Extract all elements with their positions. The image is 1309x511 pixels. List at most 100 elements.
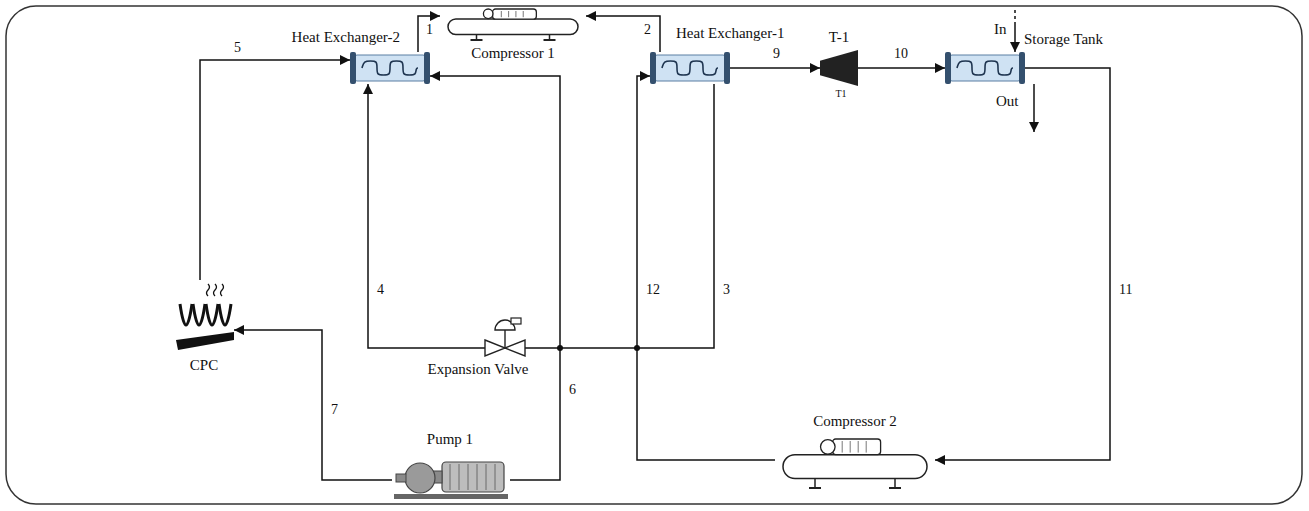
inlet-dash: [1014, 10, 1016, 24]
collector-trough: [180, 304, 192, 325]
pump-icon: [392, 454, 510, 500]
component-tag: T1: [835, 88, 846, 100]
stream-number: 2: [642, 22, 653, 39]
storage-tank-icon: [945, 52, 1025, 84]
collector-trough: [219, 304, 231, 325]
flow-line: [637, 76, 775, 460]
vessel-cap: [350, 52, 356, 84]
vessel-body: [653, 55, 727, 81]
solar-collector: CPC: [176, 280, 234, 352]
motor-fin: [459, 464, 460, 490]
stream-number: 7: [329, 402, 340, 419]
stream-label: In: [994, 20, 1007, 38]
motor-rib: [850, 441, 851, 453]
pump-base: [394, 494, 508, 499]
motor-rib: [523, 11, 524, 17]
outlet-arrow: [1033, 84, 1035, 132]
pump-motor: [442, 462, 504, 492]
component-name: Pump 1: [427, 430, 473, 448]
turbine: T-1T1: [820, 50, 858, 86]
compressor: Compressor 1: [440, 8, 586, 42]
solar-collector-icon: [176, 280, 234, 352]
motor-fin: [495, 464, 496, 490]
motor-fin: [450, 464, 451, 490]
vessel-cap: [1019, 52, 1025, 84]
tank-leg: [814, 479, 816, 488]
stream-number: 9: [771, 46, 782, 63]
vessel-cap: [724, 52, 730, 84]
heat-exchanger-icon: [350, 52, 430, 84]
coil: [662, 61, 718, 75]
pump: Pump 1: [392, 454, 510, 500]
heat-exchanger-icon: [650, 52, 730, 84]
heat-wave: [221, 284, 224, 296]
pump-nozzle: [396, 474, 406, 482]
flow-line: [368, 84, 485, 348]
tank-body: [783, 455, 927, 479]
collector-trough: [206, 304, 218, 325]
vessel-cap: [650, 52, 656, 84]
vessel-cap: [945, 52, 951, 84]
vessel-body: [948, 55, 1022, 81]
flow-line: [858, 67, 945, 69]
valve-stem: [504, 330, 505, 348]
motor: [833, 439, 881, 455]
motor-rib: [515, 11, 516, 17]
component-name: Compressor 1: [471, 44, 555, 62]
coil: [957, 61, 1013, 75]
vessel-body: [353, 55, 427, 81]
motor-rib: [866, 441, 867, 453]
compressor-icon: [775, 438, 935, 490]
turbine-symbol: [820, 50, 858, 86]
inlet-arrow: [1014, 24, 1016, 52]
tank-leg: [894, 479, 896, 488]
edge-group: [200, 16, 1110, 480]
compressor-icon: [440, 8, 586, 42]
stream-number: 5: [232, 40, 243, 57]
stream-label: Out: [996, 92, 1019, 110]
component-name: Heat Exchanger-2: [292, 28, 400, 46]
stream-number: 11: [1117, 282, 1134, 299]
component-name: T-1: [829, 28, 849, 46]
heat-exchanger: Heat Exchanger-2: [350, 52, 430, 84]
heat-wave: [214, 284, 217, 296]
motor-fin: [468, 464, 469, 490]
flow-line: [430, 76, 560, 480]
motor: [493, 9, 537, 19]
compressor: Compressor 2: [775, 438, 935, 490]
flow-line: [234, 330, 392, 480]
motor-fin: [486, 464, 487, 490]
heat-wave: [207, 284, 210, 296]
vessel-cap: [424, 52, 430, 84]
heat-exchanger: Heat Exchanger-1: [650, 52, 730, 84]
flow-line: [418, 16, 440, 52]
flow-line: [730, 67, 820, 69]
coil: [362, 61, 418, 75]
component-name: Compressor 2: [813, 412, 897, 430]
pump-casing: [405, 463, 435, 493]
stream-number: 12: [644, 282, 662, 299]
collector-trough: [193, 304, 205, 325]
component-name: Heat Exchanger-1: [676, 24, 784, 42]
stream-number: 1: [424, 22, 435, 39]
motor-rib: [858, 441, 859, 453]
flow-line: [525, 84, 714, 348]
tank-foot: [471, 39, 483, 41]
expansion-valve-icon: [485, 318, 525, 356]
motor-fin: [477, 464, 478, 490]
turbine-icon: [820, 50, 858, 86]
stream-number: 4: [375, 282, 386, 299]
motor-rib: [508, 11, 509, 17]
fan: [483, 9, 493, 19]
component-name: CPC: [190, 356, 218, 374]
component-name: Expansion Valve: [428, 360, 529, 378]
motor-rib: [501, 11, 502, 17]
tank-foot: [809, 487, 821, 489]
tank-foot: [544, 39, 556, 41]
flow-line: [200, 60, 350, 280]
flow-line: [935, 68, 1110, 460]
collector-base: [176, 332, 234, 350]
component-name: Storage Tank: [1024, 30, 1103, 48]
